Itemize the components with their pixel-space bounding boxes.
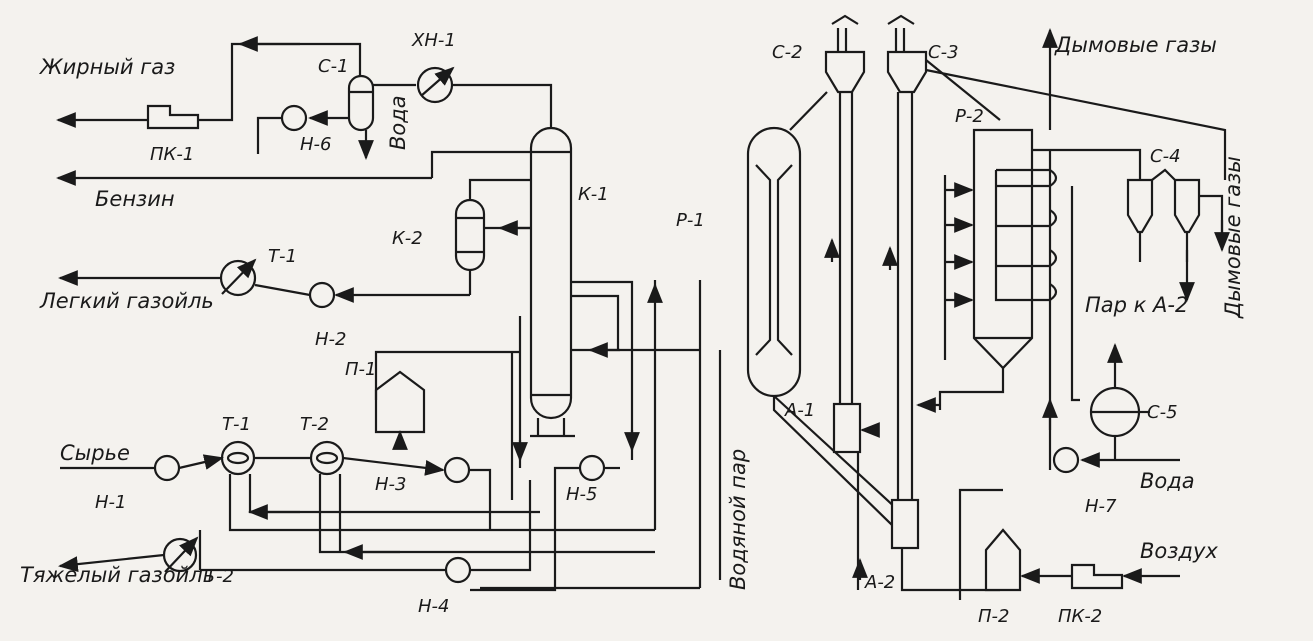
label-vodyanoy-par: Водяной пар [726, 449, 750, 590]
tag-a2: А-2 [864, 572, 895, 593]
tag-p1: П-1 [345, 359, 376, 380]
tag-xh1: ХН-1 [411, 30, 456, 51]
tag-n4: Н-4 [418, 596, 449, 617]
label-voda-right: Вода [1140, 469, 1195, 493]
light-gasoil-lines [58, 178, 531, 303]
reactor-p1 [746, 126, 802, 398]
tag-c5: С-5 [1147, 402, 1178, 423]
drum-c5 [1080, 343, 1180, 468]
tag-k2: К-2 [392, 228, 423, 249]
tag-n2: Н-2 [315, 329, 346, 350]
tag-r1: Р-1 [676, 210, 705, 231]
label-tyazhely-gazoil: Тяжелый газойль [20, 563, 215, 587]
flue-gas-lines [1032, 28, 1142, 470]
tag-c1: С-1 [318, 56, 349, 77]
label-vozdukh: Воздух [1140, 539, 1218, 563]
air-distribution [938, 175, 1005, 600]
heat-exchanger-t2 [309, 440, 345, 476]
tag-n6: Н-6 [300, 134, 331, 155]
stream-labels: Жирный газ Бензин Легкий газойль Сырье Т… [20, 33, 1245, 590]
tag-c4: С-4 [1150, 146, 1181, 167]
tag-n1: Н-1 [95, 492, 126, 513]
cyclone-c4 [1126, 168, 1230, 302]
label-par-k-a2: Пар к А-2 [1085, 293, 1188, 317]
fatty-gas-lines [56, 36, 553, 160]
gasoline-lines [56, 150, 531, 186]
vessel-a2 [890, 498, 920, 550]
heater-p2 [984, 528, 1022, 592]
column-k1-legs [530, 418, 575, 438]
pump-n4 [444, 556, 472, 584]
tag-t-cool2: Т-2 [205, 566, 234, 587]
blower-pk2 [1070, 563, 1124, 590]
separator-c1 [347, 74, 375, 132]
pump-n7 [1052, 446, 1080, 474]
furnace-p1 [374, 370, 426, 434]
cooler-t1-left [219, 258, 257, 297]
compressor-pk1 [146, 104, 200, 130]
condenser-xh1 [416, 66, 455, 104]
tag-n3: Н-3 [375, 474, 406, 495]
pump-n5 [578, 454, 606, 482]
tag-t2: Т-2 [300, 414, 329, 435]
tag-t-cool: Т-1 [268, 246, 297, 267]
cyclone-c3 [886, 14, 928, 94]
tag-pk1: ПК-1 [150, 144, 194, 165]
label-zhirny: Жирный газ [38, 55, 175, 79]
furnace-p1-lines [374, 280, 722, 588]
feed-lines [58, 454, 700, 592]
label-legkiy-gazoil: Легкий газойль [39, 289, 214, 313]
equipment-tags: ПК-1 С-1 Н-6 ХН-1 К-1 К-2 Т-1 Н-2 П-1 Т-… [95, 30, 1181, 627]
label-syrye: Сырье [60, 441, 130, 465]
label-benzin: Бензин [95, 187, 175, 211]
tag-a1: А-1 [784, 400, 815, 421]
label-dymovye-top: Дымовые газы [1054, 33, 1217, 57]
vessel-a1 [832, 402, 862, 454]
tag-c3: С-3 [928, 42, 959, 63]
tag-r2: Р-2 [955, 106, 984, 127]
cyclone-c2 [824, 14, 866, 94]
regenerator-p2 [972, 128, 1058, 370]
label-voda-top: Вода [386, 95, 410, 150]
pump-n2 [308, 281, 336, 309]
pump-n3 [443, 456, 471, 484]
tag-pk2: ПК-2 [1058, 606, 1102, 627]
column-k1 [529, 126, 573, 420]
tag-k1: К-1 [578, 184, 609, 205]
pump-n6 [280, 104, 308, 132]
stripper-k2 [454, 198, 486, 272]
tag-n7: Н-7 [1085, 496, 1117, 517]
heat-exchanger-t1 [220, 440, 256, 476]
tag-c2: С-2 [772, 42, 803, 63]
tag-p2: П-2 [978, 606, 1009, 627]
label-dymovye-side: Дымовые газы [1221, 156, 1245, 319]
tag-t1: Т-1 [222, 414, 251, 435]
tag-n5: Н-5 [566, 484, 597, 505]
pump-n1 [153, 454, 181, 482]
